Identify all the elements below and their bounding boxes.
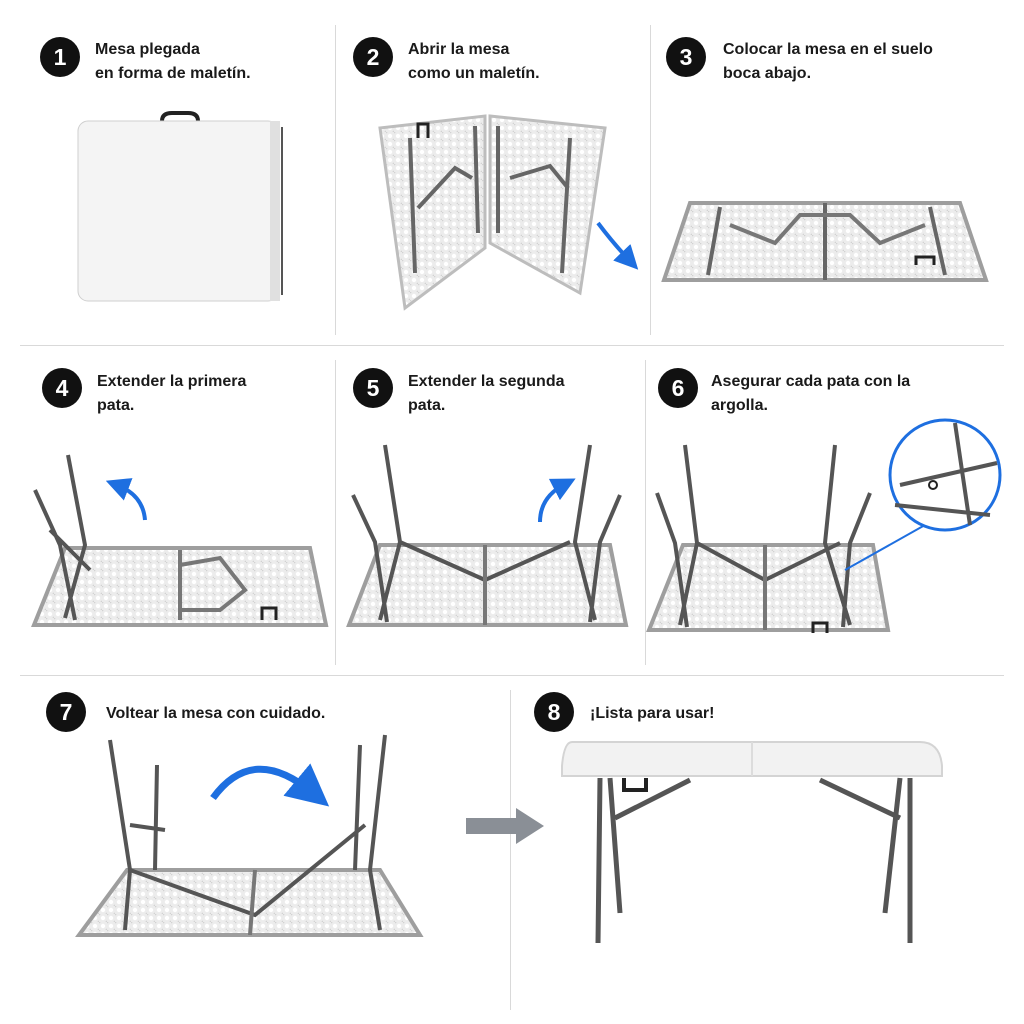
- curved-arrow-icon: [210, 763, 330, 807]
- open-briefcase-table-image: [378, 114, 639, 311]
- step-caption: Colocar la mesa en el suelo boca abajo.: [723, 41, 933, 82]
- step-number-badge: 8: [534, 692, 574, 732]
- first-leg-extended-image: [31, 454, 329, 627]
- step-caption: Extender la segunda pata.: [408, 373, 565, 414]
- row-divider-1: [20, 345, 1004, 346]
- step-number-badge: 3: [666, 37, 706, 77]
- row-divider-2: [20, 675, 1004, 676]
- flip-table-image: [75, 734, 424, 937]
- step-caption: Asegurar cada pata con la argolla.: [711, 373, 911, 414]
- right-arrow-icon: [466, 808, 544, 844]
- step-number-badge: 7: [46, 692, 86, 732]
- step-number-badge: 6: [658, 368, 698, 408]
- step-number-badge: 4: [42, 368, 82, 408]
- col-divider-1a: [335, 25, 336, 335]
- curved-arrow-icon: [105, 478, 147, 521]
- second-leg-extended-image: [346, 444, 629, 627]
- step-caption: Voltear la mesa con cuidado.: [106, 705, 326, 722]
- col-divider-2b: [645, 360, 646, 665]
- folded-table-image: [77, 111, 283, 302]
- step-number-badge: 1: [40, 37, 80, 77]
- step-number-badge: 5: [353, 368, 393, 408]
- col-divider-3: [510, 690, 511, 1010]
- lock-legs-image: [646, 418, 1002, 633]
- step-caption: Mesa plegada en forma de maletín.: [95, 41, 251, 82]
- curved-arrow-icon: [538, 478, 576, 523]
- table-upside-down-image: [661, 201, 989, 282]
- step-caption: ¡Lista para usar!: [590, 705, 715, 722]
- col-divider-1b: [650, 25, 651, 335]
- step-caption: Extender la primera pata.: [97, 373, 247, 414]
- step-number-badge: 2: [353, 37, 393, 77]
- table-ready-image: [561, 741, 943, 944]
- col-divider-2a: [335, 360, 336, 665]
- step-caption: Abrir la mesa como un maletín.: [408, 41, 540, 82]
- curved-arrow-icon: [596, 221, 639, 270]
